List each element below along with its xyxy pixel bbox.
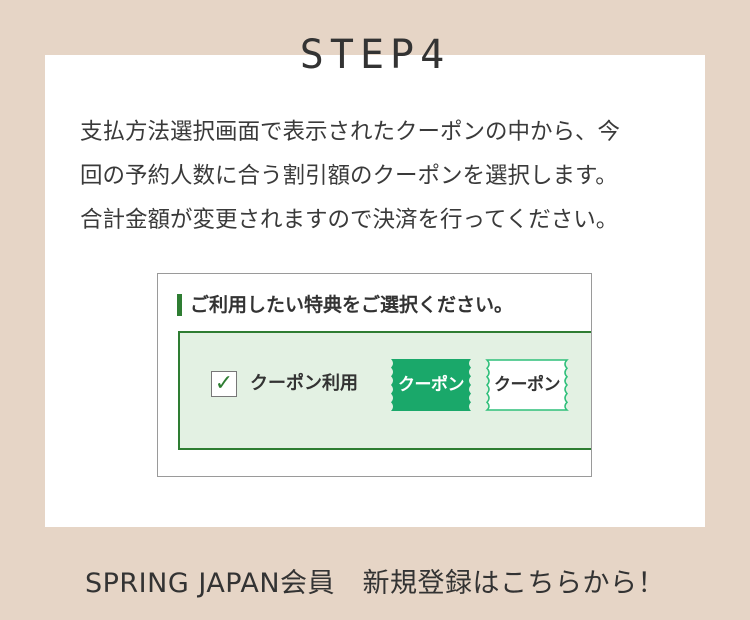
member-registration-link[interactable]: SPRING JAPAN会員 新規登録はこちらから！ xyxy=(84,568,666,599)
instruction-text: 支払方法選択画面で表示されたクーポンの中から、今 回の予約人数に合う割引額のクー… xyxy=(80,110,680,242)
instruction-line-2: 回の予約人数に合う割引額のクーポンを選択します。 xyxy=(80,163,618,189)
coupon-section-heading: ご利用したい特典をご選択ください。 xyxy=(177,294,513,316)
checkmark-icon: ✓ xyxy=(214,371,234,396)
coupon-chip-label: クーポン xyxy=(494,375,561,395)
step-title: STEP4 xyxy=(299,32,451,78)
coupon-use-label: クーポン利用 xyxy=(250,373,358,394)
coupon-ticket-icon xyxy=(485,359,569,411)
coupon-selection-preview: ご利用したい特典をご選択ください。 ✓ クーポン利用 クーポン クーポン xyxy=(157,273,592,477)
coupon-ticket-icon xyxy=(391,359,471,411)
instruction-line-3: 合計金額が変更されますので決済を行ってください。 xyxy=(80,207,619,233)
coupon-chip-selected[interactable]: クーポン xyxy=(387,359,475,411)
coupon-options-area: ✓ クーポン利用 クーポン クーポン xyxy=(178,331,591,450)
coupon-chip-unselected[interactable]: クーポン xyxy=(483,359,571,411)
coupon-chip-label: クーポン xyxy=(398,375,465,395)
instruction-line-1: 支払方法選択画面で表示されたクーポンの中から、今 xyxy=(80,119,621,145)
coupon-use-checkbox[interactable]: ✓ xyxy=(211,371,237,397)
